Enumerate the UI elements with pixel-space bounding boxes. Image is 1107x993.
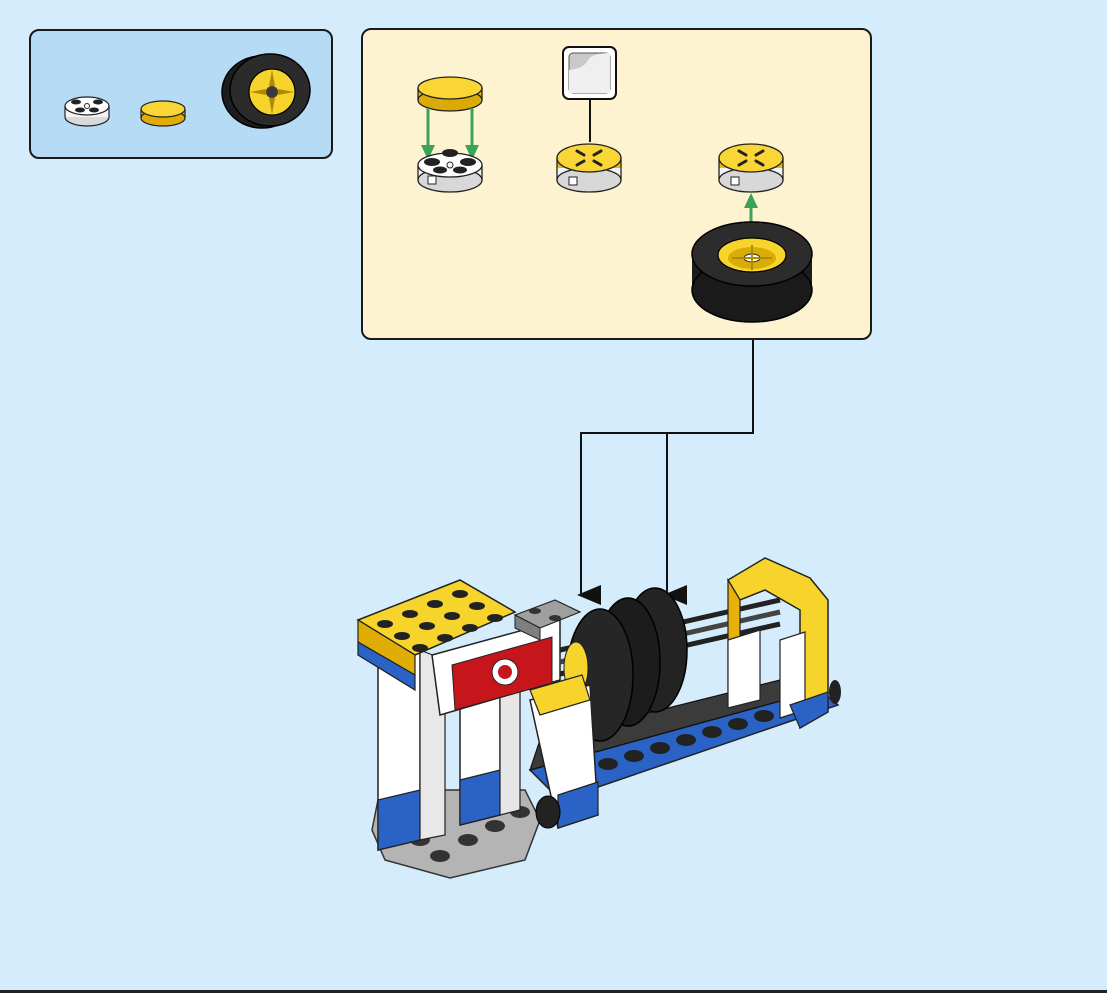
tire-stand-icon [358, 558, 841, 878]
white-round-plate-icon [65, 97, 109, 126]
step-a-yellow-tile [418, 77, 482, 111]
callout-connector [581, 340, 753, 595]
tire-wheel-icon [222, 54, 310, 128]
yellow-round-tile-icon [141, 101, 185, 126]
step-c-tire-wheel [692, 222, 812, 322]
sticker-icon [563, 47, 616, 142]
step-b-decorated-tile [557, 144, 621, 192]
step-c-decorated-tile [719, 144, 783, 192]
